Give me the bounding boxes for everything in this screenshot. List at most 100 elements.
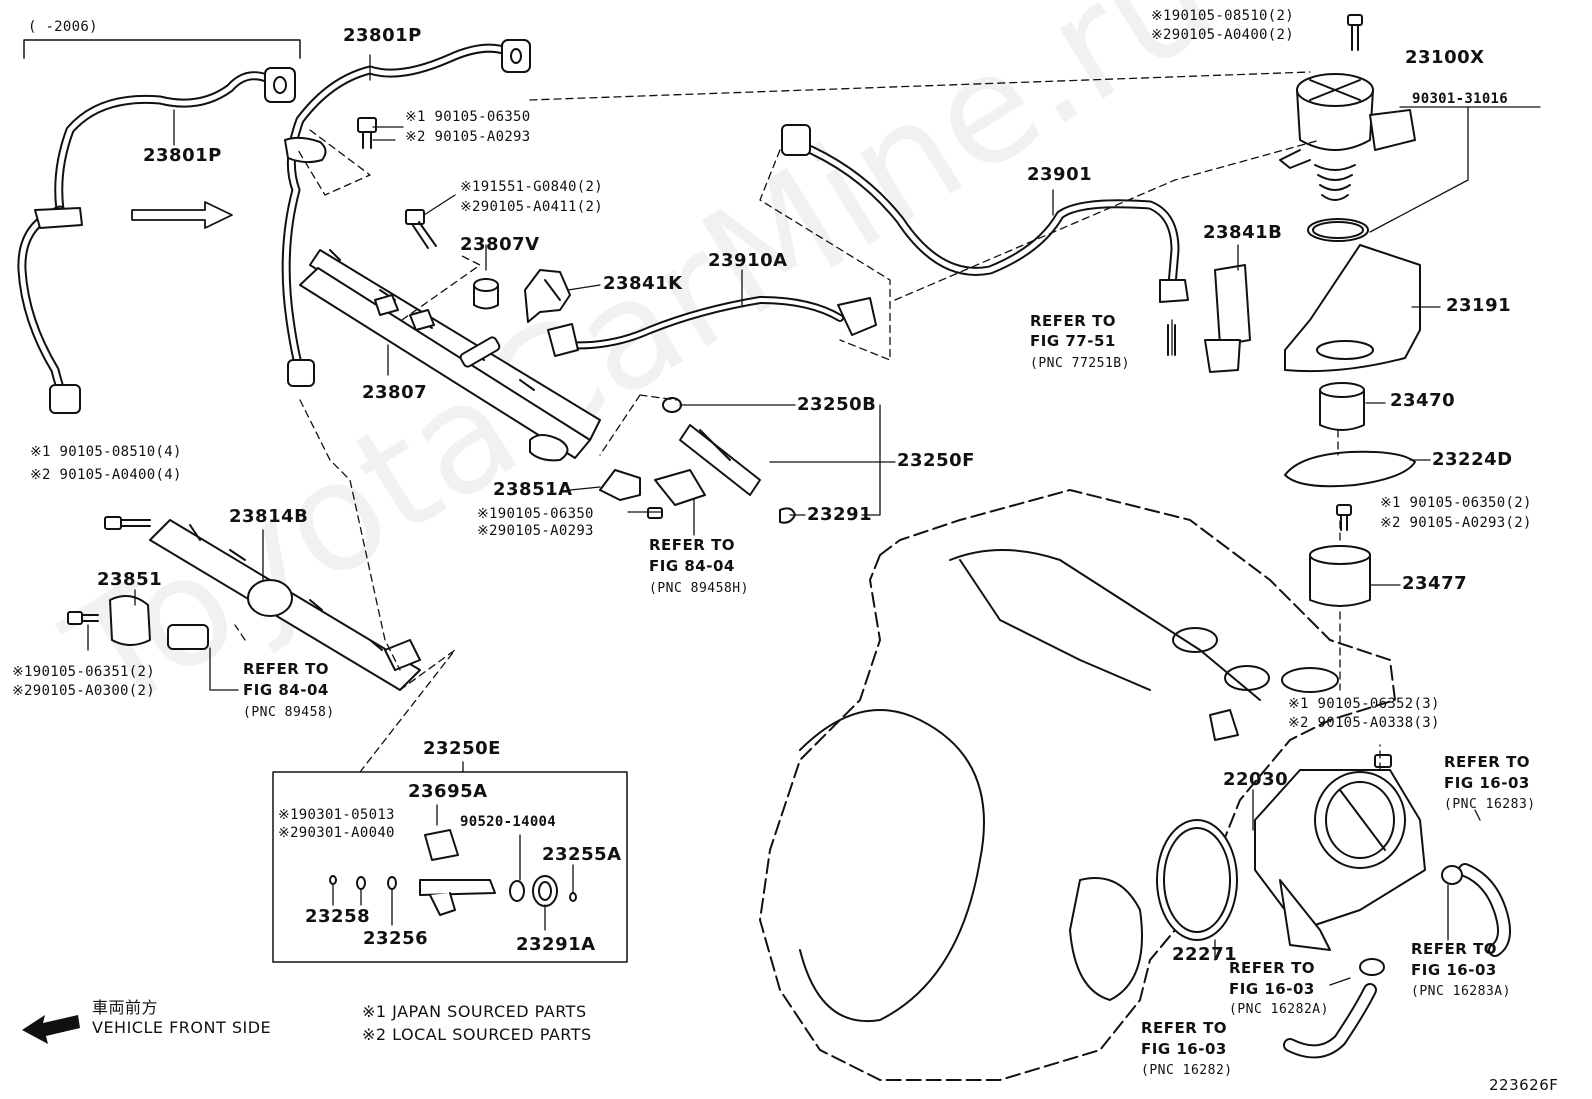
- figure-id: 223626F: [1489, 1076, 1559, 1094]
- part-22030: 22030: [1223, 769, 1289, 790]
- refer-16283A-line2: FIG 16-03: [1411, 961, 1497, 979]
- hose-16282-drawing: [1283, 958, 1385, 1059]
- part-23807: 23807: [362, 382, 428, 403]
- fastener-left-1: ※1 90105-08510(4): [30, 444, 182, 460]
- vehicle-front-jp: 車両前方: [92, 998, 159, 1017]
- fastener-sensor-2: ※290105-A0293: [477, 523, 594, 539]
- fastener-rail-bolt-2: ※2 90105-A0293: [405, 129, 531, 145]
- fuel-pipe-old-drawing: [17, 67, 296, 414]
- part-23250B: 23250B: [797, 394, 877, 415]
- refer-16283A-line1: REFER TO: [1411, 940, 1498, 958]
- bolt-rail-drawing: [357, 117, 377, 149]
- fastener-throttle-2: ※2 90105-A0338(3): [1288, 715, 1440, 731]
- part-23910A: 23910A: [708, 250, 788, 271]
- vehicle-front-en: VEHICLE FRONT SIDE: [92, 1018, 272, 1037]
- part-23477: 23477: [1402, 573, 1468, 594]
- refer-84a-pnc: (PNC 89458H): [649, 581, 749, 596]
- injector-kit-box: [272, 771, 628, 963]
- gasket-23224D-drawing: [1284, 450, 1416, 488]
- sensor-23841B-drawing: [1167, 264, 1251, 373]
- leader-lines: [87, 54, 1481, 986]
- part-23814B: 23814B: [229, 506, 309, 527]
- throttle-body-22030-drawing: [1254, 754, 1426, 951]
- part-23256: 23256: [363, 928, 429, 949]
- part-23801P-old: 23801P: [143, 145, 222, 166]
- bracket-23851A-drawing: [599, 469, 641, 501]
- legend-note-2: ※2 LOCAL SOURCED PARTS: [362, 1025, 592, 1044]
- fastener-pump-1: ※190105-08510(2): [1151, 8, 1294, 24]
- fastener-left-2: ※2 90105-A0400(4): [30, 467, 182, 483]
- refer-84b-pnc: (PNC 89458): [243, 705, 335, 720]
- part-23250E: 23250E: [423, 738, 501, 759]
- fastener-sensor-1: ※190105-06350: [477, 506, 594, 522]
- year-range: ( -2006): [28, 19, 98, 35]
- refer-16282-line1: REFER TO: [1141, 1019, 1228, 1037]
- o-ring-leader: [1369, 106, 1469, 233]
- sensor-89458H-drawing: [647, 469, 706, 519]
- refer-16282-line2: FIG 16-03: [1141, 1040, 1227, 1058]
- refer-16282A-pnc: (PNC 16282A): [1229, 1002, 1329, 1017]
- refer-84b-line1: REFER TO: [243, 660, 330, 678]
- fastener-pump-2: ※290105-A0400(2): [1151, 27, 1294, 43]
- part-23470: 23470: [1390, 390, 1456, 411]
- bolt-insulator-drawing: [1336, 504, 1352, 531]
- part-23470-drawing: [1319, 382, 1365, 431]
- part-23801P-new: 23801P: [343, 25, 422, 46]
- fastener-box-1: ※190301-05013: [278, 807, 395, 823]
- part-23250F: 23250F: [897, 450, 975, 471]
- injector-kit-parts-drawing: [329, 829, 577, 916]
- part-23100X: 23100X: [1405, 47, 1485, 68]
- part-23224D: 23224D: [1432, 449, 1513, 470]
- hose-23910A-drawing: [547, 296, 877, 357]
- refer-77-pnc: (PNC 77251B): [1030, 356, 1130, 371]
- legend-note-1: ※1 JAPAN SOURCED PARTS: [362, 1002, 587, 1021]
- refer-84a-line2: FIG 84-04: [649, 557, 735, 575]
- hose-23901-drawing: [781, 124, 1189, 303]
- fastener-stud-2: ※290105-A0411(2): [460, 199, 603, 215]
- year-bracket: [23, 39, 301, 59]
- refer-16282A-line2: FIG 16-03: [1229, 980, 1315, 998]
- fuel-rail-23814B-drawing: [149, 519, 421, 691]
- fastener-throttle-1: ※1 90105-06352(3): [1288, 696, 1440, 712]
- part-23255A: 23255A: [542, 844, 622, 865]
- part-23291: 23291: [807, 504, 873, 525]
- part-23851A: 23851A: [493, 479, 573, 500]
- fuel-rail-drawing: [299, 249, 601, 462]
- refer-16283-pnc: (PNC 16283): [1444, 797, 1536, 812]
- part-22271: 22271: [1172, 944, 1238, 965]
- fastener-insul-1: ※1 90105-06350(2): [1380, 495, 1532, 511]
- fuel-pipe-new-drawing: [281, 39, 531, 387]
- part-23851-drawing: [109, 595, 151, 646]
- refer-84b-line2: FIG 84-04: [243, 681, 329, 699]
- part-23841K: 23841K: [603, 273, 683, 294]
- part-23841B: 23841B: [1203, 222, 1283, 243]
- refer-77-line1: REFER TO: [1030, 312, 1117, 330]
- o-ring-drawing: [1307, 218, 1369, 242]
- fastener-rail-bolt-1: ※1 90105-06350: [405, 109, 531, 125]
- dashed-connection-lines: [234, 71, 1381, 773]
- part-23807V: 23807V: [460, 234, 540, 255]
- part-23901: 23901: [1027, 164, 1093, 185]
- injector-23250F-drawing: [662, 397, 796, 524]
- spacer-23807V-drawing: [473, 278, 499, 310]
- fuel-pump-23100X-drawing: [1279, 14, 1416, 201]
- fastener-insul-2: ※2 90105-A0293(2): [1380, 515, 1532, 531]
- fastener-stud-1: ※191551-G0840(2): [460, 179, 603, 195]
- part-23291A: 23291A: [516, 934, 596, 955]
- part-90301-31016: 90301-31016: [1412, 91, 1509, 107]
- insulator-23191-drawing: [1284, 244, 1421, 373]
- fastener-bracket-2: ※290105-A0300(2): [12, 683, 155, 699]
- hose-16283-drawing: [1441, 863, 1511, 957]
- part-90520-14004: 90520-14004: [460, 814, 557, 830]
- arrow-right: [131, 201, 233, 229]
- part-23258: 23258: [305, 906, 371, 927]
- fastener-box-2: ※290301-A0040: [278, 825, 395, 841]
- fastener-bracket-1: ※190105-06351(2): [12, 664, 155, 680]
- sensor-89458-drawing: [167, 624, 209, 650]
- refer-16282A-line1: REFER TO: [1229, 959, 1316, 977]
- part-23191: 23191: [1446, 295, 1512, 316]
- refer-16283-line2: FIG 16-03: [1444, 774, 1530, 792]
- refer-77-line2: FIG 77-51: [1030, 332, 1116, 350]
